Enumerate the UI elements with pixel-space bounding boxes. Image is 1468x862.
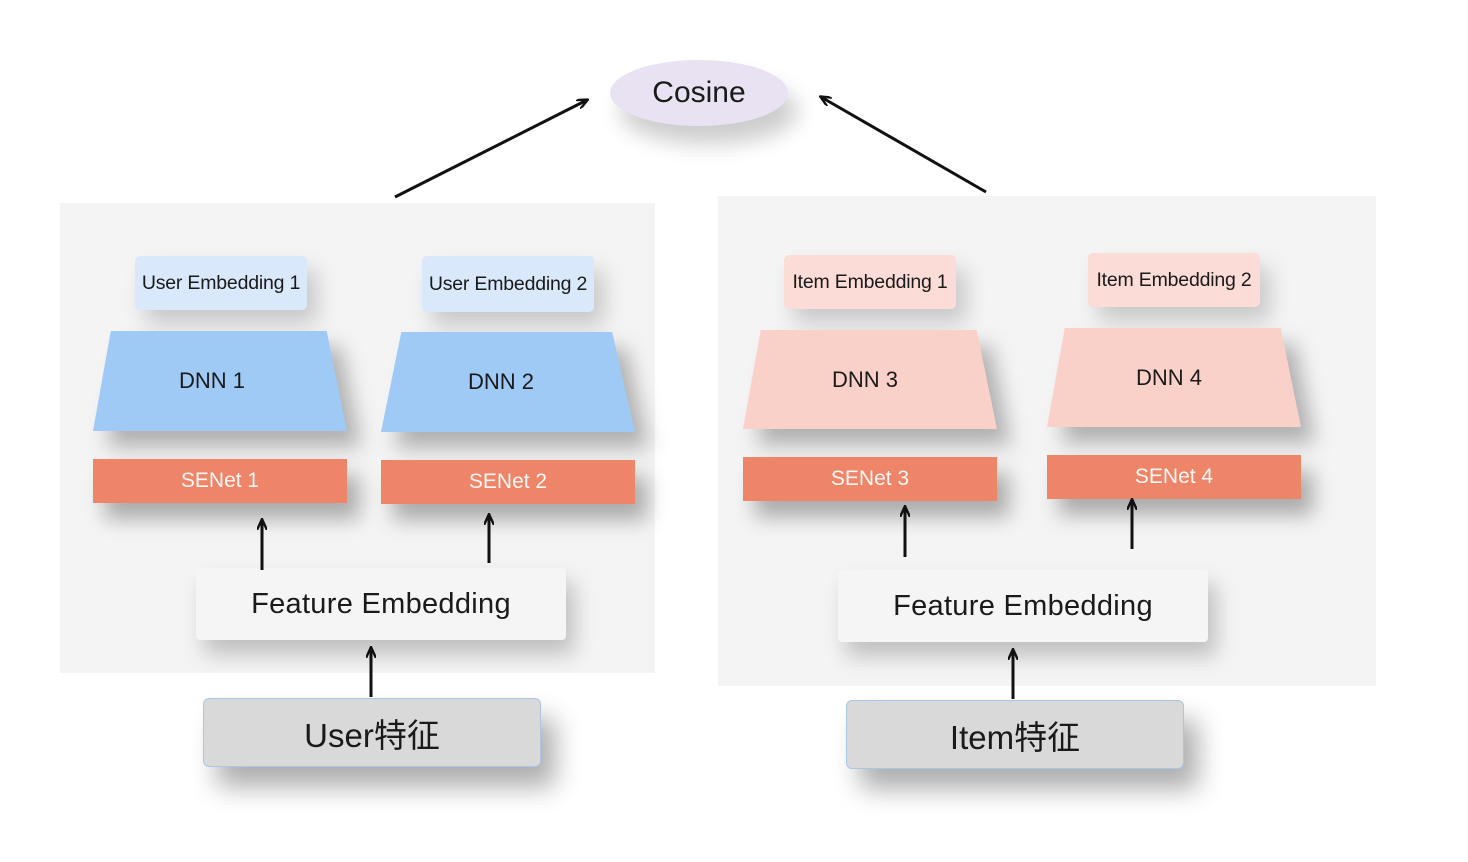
item-embedding-1: Item Embedding 1	[784, 255, 956, 309]
item-feature-embedding: Feature Embedding	[838, 570, 1208, 642]
cosine-label: Cosine	[652, 76, 746, 109]
user-embedding-1: User Embedding 1	[135, 256, 307, 310]
dnn-2: DNN 2	[381, 332, 635, 432]
user-embedding-1-label: User Embedding 1	[141, 271, 301, 294]
user-embedding-2: User Embedding 2	[422, 256, 594, 312]
dnn-4-label: DNN 4	[1135, 364, 1202, 390]
user-features-label: User特征	[304, 716, 440, 754]
item-features-label: Item特征	[949, 718, 1081, 756]
user-feature-embedding-label: Feature Embedding	[251, 587, 511, 620]
item-embedding-2-label: Item Embedding 2	[1096, 268, 1252, 291]
dnn-3: DNN 3	[743, 330, 997, 429]
user-embedding-2-label: User Embedding 2	[428, 272, 588, 295]
senet-4-label: SENet 4	[1134, 465, 1214, 488]
dnn-1-label: DNN 1	[178, 368, 245, 393]
user-features-input: User特征	[203, 698, 541, 767]
senet-2: SENet 2	[381, 460, 635, 504]
item-feature-embedding-label: Feature Embedding	[893, 589, 1153, 622]
item-embedding-1-label: Item Embedding 1	[792, 270, 948, 293]
arrow-item-to-cosine	[821, 97, 987, 194]
senet-1-label: SENet 1	[180, 469, 260, 492]
arrow-user-to-cosine	[394, 100, 587, 199]
dnn-2-label: DNN 2	[467, 369, 534, 394]
senet-4: SENet 4	[1047, 455, 1301, 499]
senet-2-label: SENet 2	[468, 470, 548, 493]
senet-3: SENet 3	[743, 457, 997, 501]
dnn-4: DNN 4	[1047, 328, 1301, 427]
senet-1: SENet 1	[93, 459, 347, 503]
user-feature-embedding: Feature Embedding	[196, 568, 566, 640]
senet-3-label: SENet 3	[830, 467, 910, 490]
dnn-3-label: DNN 3	[831, 366, 898, 392]
cosine-node: Cosine	[610, 60, 788, 126]
item-features-input: Item特征	[846, 700, 1184, 769]
item-embedding-2: Item Embedding 2	[1088, 253, 1260, 307]
dnn-1: DNN 1	[93, 331, 347, 431]
